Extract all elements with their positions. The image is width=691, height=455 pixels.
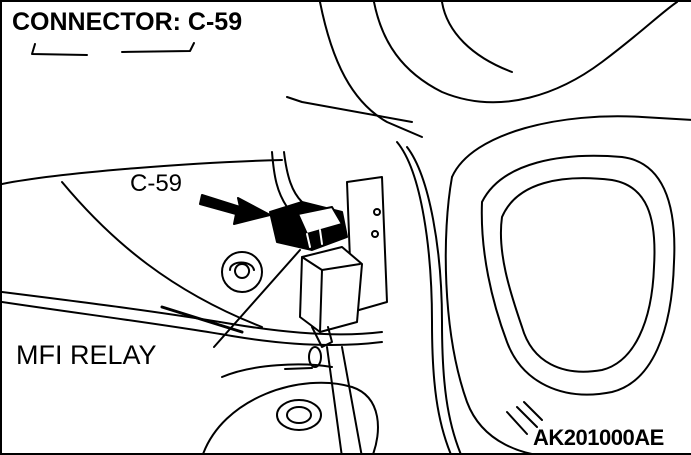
grommet-1-arc [229, 261, 255, 271]
relay-leader-tail [284, 367, 313, 370]
relay-mount-tab [311, 326, 333, 348]
sill-groove [160, 305, 244, 334]
harness-wire-2 [283, 151, 303, 203]
harness-wire-1 [271, 151, 288, 208]
floor-line-5 [221, 363, 333, 378]
grommet-1 [221, 251, 263, 293]
relay-leader-line [213, 249, 301, 348]
floor-line-2 [61, 181, 263, 328]
connector-latch [297, 206, 343, 235]
diagram-title: CONNECTOR: C-59 [12, 8, 243, 36]
relay-mount-loop [308, 346, 322, 368]
upper-panel-curve-2 [441, 2, 513, 73]
floor-mound [202, 381, 379, 453]
housing-left [444, 176, 533, 453]
figure-code: AK201000AE [533, 425, 664, 450]
connector-detail [306, 229, 323, 248]
title-bracket-right [121, 42, 195, 53]
speaker-outer [480, 154, 676, 396]
housing-top [451, 115, 691, 178]
floor-line-1 [2, 159, 283, 185]
bracket-hole-1 [373, 208, 381, 216]
upper-panel-curve [373, 2, 678, 104]
relay-callout-label: MFI RELAY [16, 340, 157, 370]
speaker-inner [499, 177, 656, 373]
grommet-1-hole [234, 263, 251, 279]
mfi-relay-edge-2 [319, 269, 323, 333]
floor-line-3 [2, 291, 383, 336]
hatch-lines [506, 401, 543, 435]
mfi-relay [299, 246, 363, 333]
pillar-trim-2 [406, 146, 462, 453]
arrow-to-connector [199, 194, 271, 225]
title-bracket-left [31, 43, 88, 56]
bracket-hole-2 [371, 230, 379, 238]
relay-harness-run [326, 346, 363, 453]
grommet-2 [276, 399, 322, 431]
grommet-2-inner [286, 406, 312, 424]
connector-callout-label: C-59 [130, 170, 183, 197]
pillar-edge-2 [286, 96, 413, 123]
pillar-trim [396, 141, 452, 453]
pillar-edge-1 [319, 2, 423, 138]
